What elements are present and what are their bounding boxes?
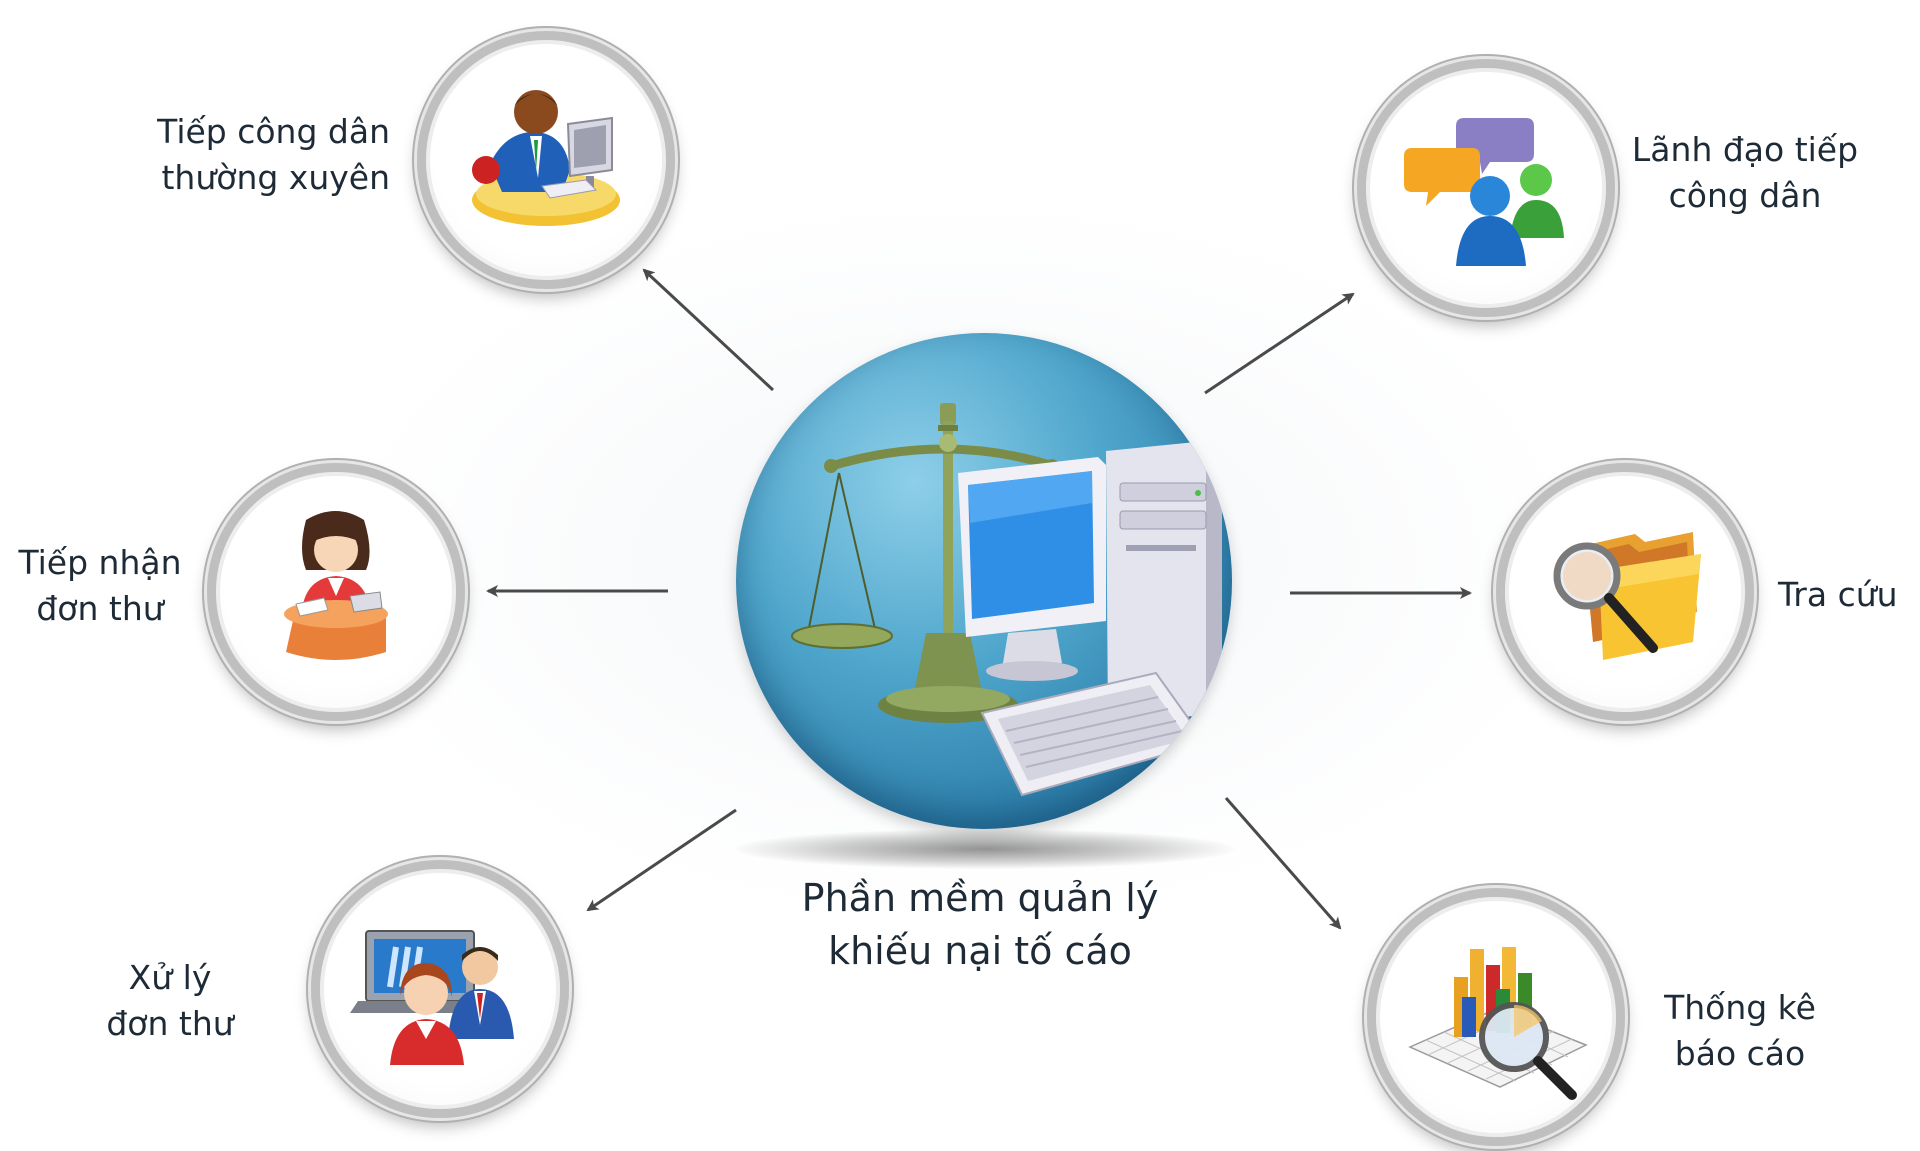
keyboard-icon: [980, 671, 1208, 797]
hub-title: Phần mềm quản lý khiếu nại tố cáo: [740, 872, 1220, 978]
officer-at-desk-icon: [472, 90, 620, 226]
node-tiep-nhan[interactable]: [207, 463, 465, 721]
label-lanh-dao: Lãnh đạo tiếp công dân: [1631, 130, 1859, 215]
hub-circle[interactable]: [736, 333, 1232, 829]
desktop-computer-icon: [958, 441, 1222, 725]
presentation-team-icon: [350, 930, 514, 1065]
node-thong-ke[interactable]: [1367, 888, 1625, 1146]
folders-magnifier-icon: [1553, 532, 1701, 660]
receptionist-icon: [284, 511, 388, 660]
node-tra-cuu[interactable]: [1496, 463, 1754, 721]
hub-title-line-2: khiếu nại tố cáo: [828, 929, 1132, 973]
bar-chart-magnifier-icon: [1408, 947, 1588, 1100]
arrow-to-xu-ly: [586, 808, 737, 912]
label-tiep-nhan: Tiếp nhận đơn thư: [18, 543, 182, 628]
node-tiep-cong-dan[interactable]: [417, 31, 675, 289]
label-thong-ke: Thống kê báo cáo: [1664, 988, 1816, 1073]
label-xu-ly: Xử lý đơn thư: [106, 958, 234, 1043]
label-tra-cuu: Tra cứu: [1778, 575, 1898, 614]
arrow-to-thong-ke: [1224, 797, 1342, 930]
node-lanh-dao[interactable]: [1357, 59, 1615, 317]
label-tiep-cong-dan: Tiếp công dân thường xuyên: [157, 112, 390, 197]
hub-shadow: [735, 829, 1235, 869]
hub-title-line-1: Phần mềm quản lý: [801, 876, 1159, 920]
arrow-to-lanh-dao: [1204, 292, 1355, 395]
speech-bubbles-users-icon: [1404, 118, 1564, 266]
arrow-to-tiep-cong-dan: [642, 268, 775, 392]
node-xu-ly[interactable]: [311, 860, 569, 1118]
